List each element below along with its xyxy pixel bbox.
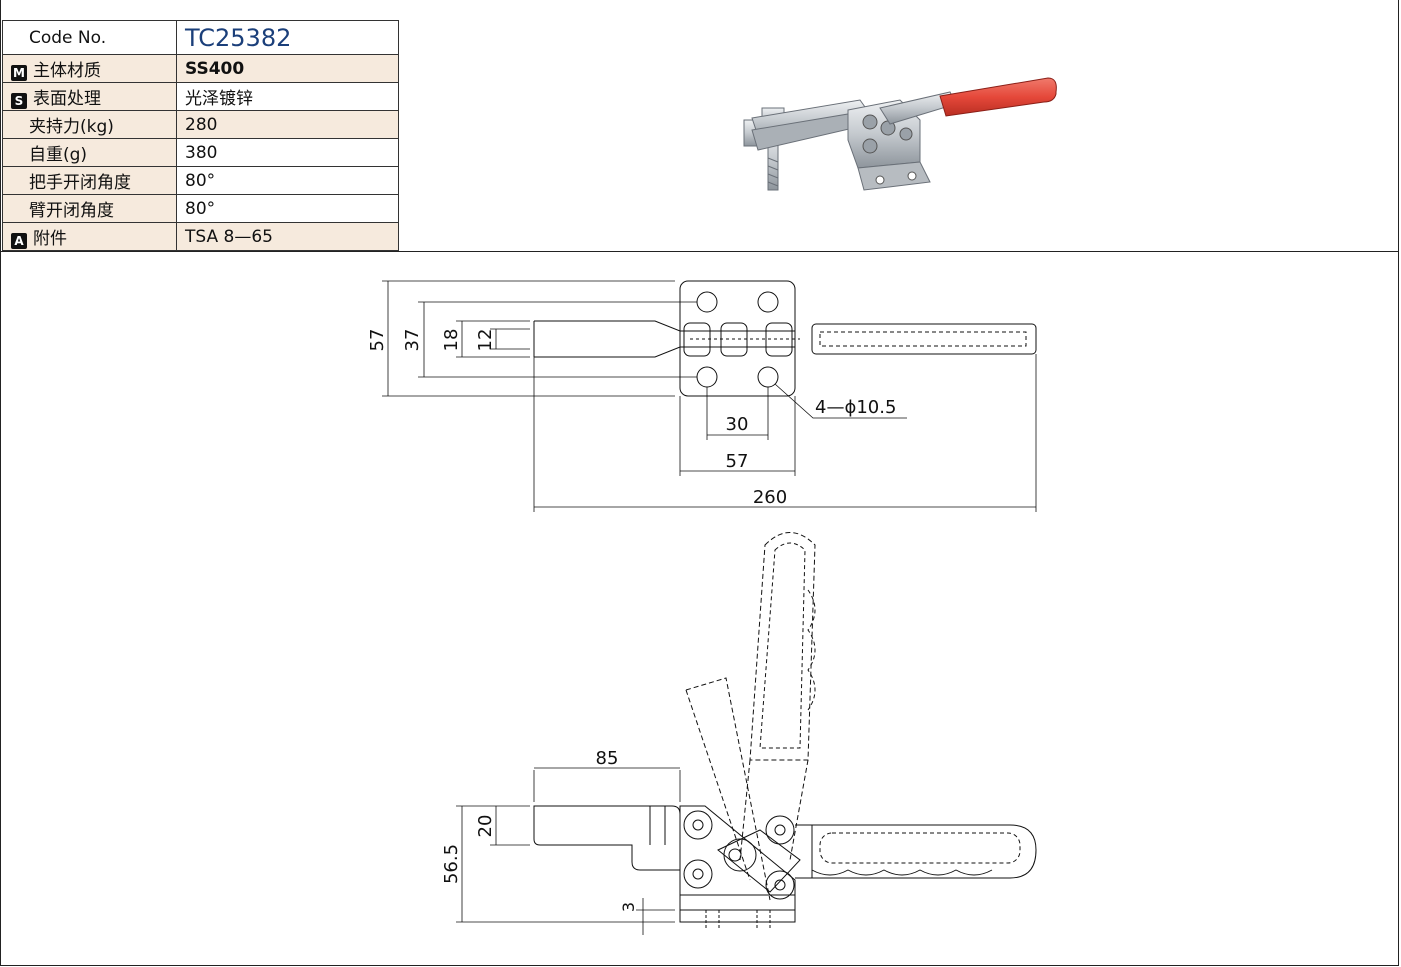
product-photo [743,77,1057,191]
dim-18-vertical: 18 [441,329,462,352]
accessory-badge-icon: A [11,233,27,249]
spec-label: 附件 [33,229,67,249]
material-badge-icon: M [11,65,27,81]
spec-value: 光泽镀锌 [176,82,399,111]
spec-row-surface: S 表面处理 光泽镀锌 [2,82,399,111]
dim-3-vertical: 3 [619,902,638,912]
dim-holes: 4—ϕ10.5 [815,397,896,418]
dim-57-horizontal: 57 [726,451,749,472]
spec-value: TSA 8—65 [176,222,399,251]
code-value: TC25382 [176,20,399,55]
drawing-panel-frame [0,252,1399,966]
dim-37-vertical: 37 [402,329,423,352]
spec-value: SS400 [176,54,399,83]
spec-panel-frame [0,0,1399,252]
spec-label: 自重(g) [2,138,177,167]
spec-row-material: M 主体材质 SS400 [2,54,399,83]
spec-row-accessory: A 附件 TSA 8—65 [2,222,399,251]
spec-row-handle-angle: 把手开闭角度 80° [2,166,399,195]
spec-row-clamp-force: 夹持力(kg) 280 [2,110,399,139]
top-view [382,280,1037,512]
spec-value: 380 [176,138,399,167]
spec-value: 280 [176,110,399,139]
spec-label: 夹持力(kg) [2,110,177,139]
dim-20-vertical: 20 [475,815,496,838]
spec-label: 臂开闭角度 [2,194,177,223]
spec-label: 表面处理 [33,89,101,109]
spec-label: 主体材质 [33,61,101,81]
dim-85: 85 [596,748,619,769]
spec-value: 80° [176,166,399,195]
spec-label: 把手开闭角度 [2,166,177,195]
dim-12-vertical: 12 [475,329,496,352]
code-label: Code No. [2,20,177,55]
dim-30: 30 [726,414,749,435]
surface-badge-icon: S [11,93,27,109]
side-view [456,532,1037,935]
spec-row-weight: 自重(g) 380 [2,138,399,167]
technical-drawing: 57 37 18 12 30 57 260 4—ϕ10.5 85 20 56.5… [367,280,1037,935]
spec-value: 80° [176,194,399,223]
dim-260: 260 [753,487,787,508]
dim-56-5-vertical: 56.5 [441,844,462,884]
spec-row-code: Code No. TC25382 [2,20,399,55]
spec-row-arm-angle: 臂开闭角度 80° [2,194,399,223]
dim-57-vertical: 57 [367,329,388,352]
